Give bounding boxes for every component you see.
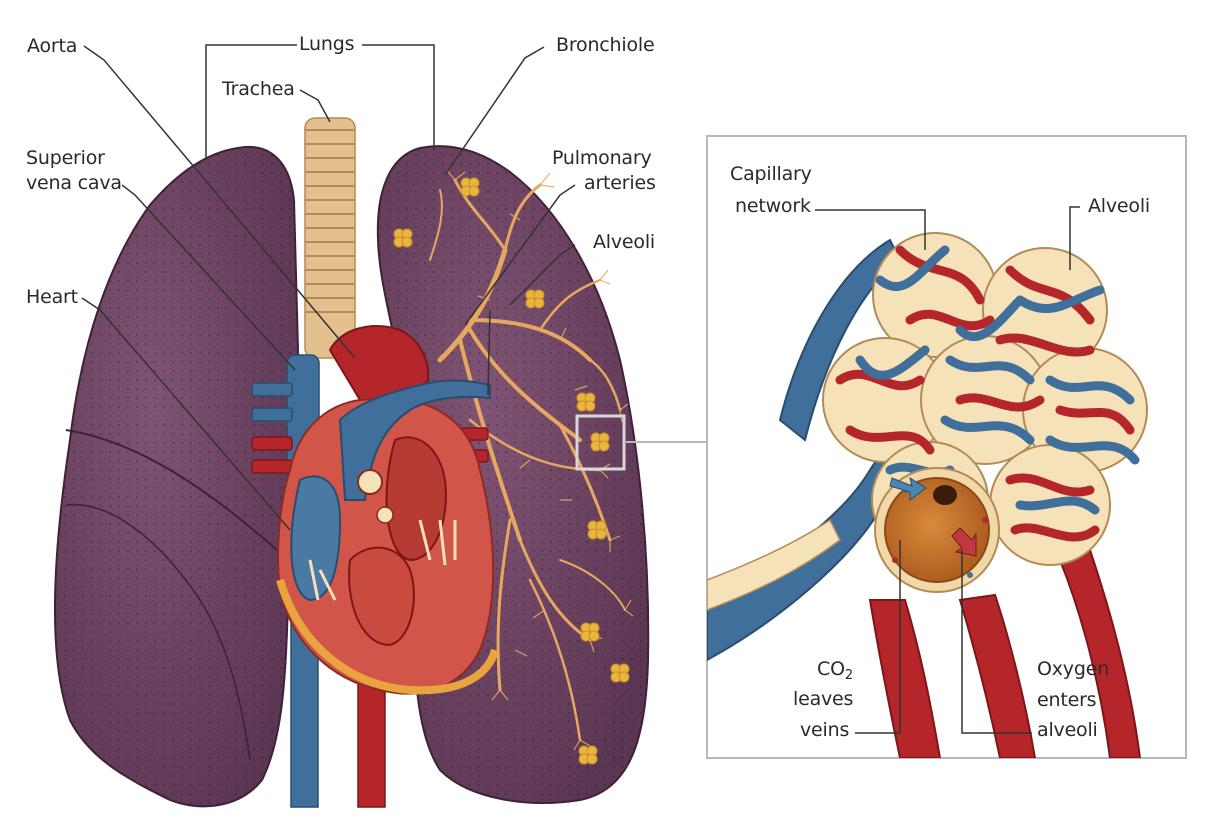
label-aorta: Aorta <box>27 35 78 57</box>
inset-artwork <box>707 232 1148 758</box>
leader-lines <box>81 44 1080 734</box>
label-bronchiole: Bronchiole <box>556 34 655 56</box>
label-pulmonary-line1: Pulmonary <box>552 147 652 169</box>
label-co2-line3: veins <box>800 719 850 741</box>
label-alveoli-inset: Alveoli <box>1088 195 1150 217</box>
label-superior-line2: vena cava <box>26 172 122 194</box>
co2-arrow <box>889 476 927 501</box>
label-alveoli-main: Alveoli <box>593 231 655 253</box>
left-lung-fissure <box>65 429 289 561</box>
label-oxygen-line1: Oxygen <box>1037 658 1110 680</box>
label-capillary-line1: Capillary <box>730 163 812 185</box>
label-superior-line1: Superior <box>26 147 105 169</box>
label-trachea: Trachea <box>222 78 295 100</box>
trachea <box>304 117 356 359</box>
label-co2-line1: CO2 <box>817 657 853 688</box>
label-heart: Heart <box>26 286 78 308</box>
alveoli-clusters <box>393 177 630 765</box>
label-oxygen-line2: enters <box>1037 689 1097 711</box>
label-co2-line2: leaves <box>793 688 854 710</box>
bronchial-tree <box>429 178 626 742</box>
label-lungs: Lungs <box>299 33 355 55</box>
alveolus-cross-section <box>874 467 1000 593</box>
oxygen-arrow <box>951 527 977 557</box>
co2-subscript: 2 <box>844 668 853 683</box>
heart <box>276 325 499 695</box>
label-capillary-line2: network <box>735 195 811 217</box>
co2-formula: CO <box>817 658 845 680</box>
label-oxygen-line3: alveoli <box>1037 719 1098 741</box>
label-pulmonary-line2: arteries <box>584 172 656 194</box>
